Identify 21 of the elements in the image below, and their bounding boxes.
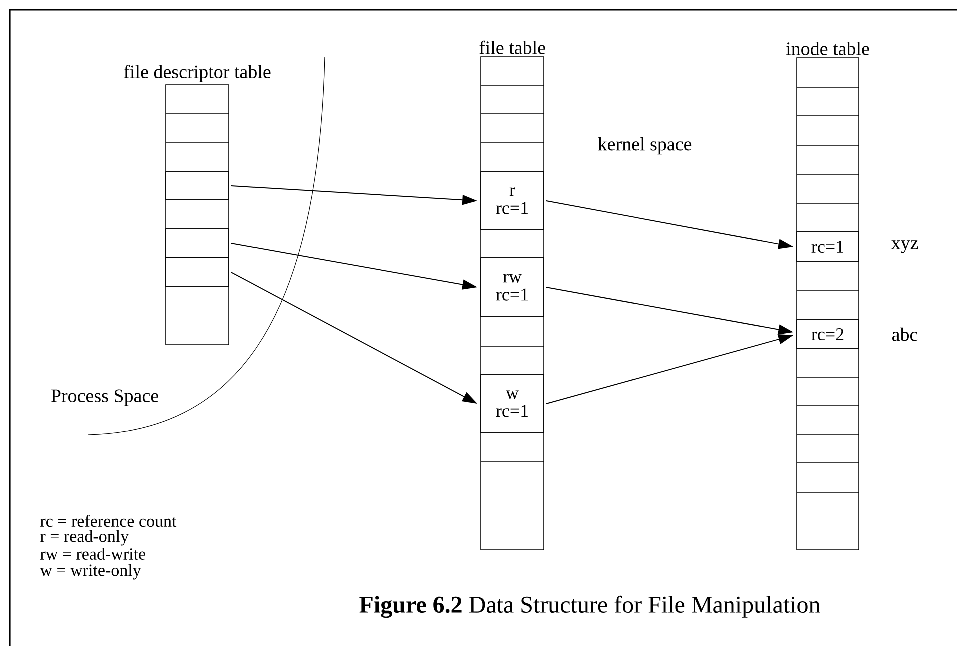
table-cell: rc=1 [796,232,860,262]
table-cell [166,172,230,200]
table-cell [166,258,230,288]
text-label: rc = reference count [40,514,177,528]
table-cell: w rc=1 [480,374,544,434]
text-label: rw = read-write [40,548,146,560]
node-label: inode table [786,42,870,56]
table: file descriptor table [124,64,271,346]
figure-caption: Figure 6.2 Data Structure for File Manipulation [360,596,820,618]
table-cell: r rc=1 [480,172,544,230]
table-cell: rc=2 [796,320,860,350]
node-label: file descriptor table [124,64,271,82]
table-cell [166,228,230,258]
cell-note: xyz [891,240,918,254]
text-label: kernel space [598,137,692,155]
cell-note: abc [892,328,918,342]
table-cell: rw rc=1 [480,258,544,318]
text-label: Process Space [51,390,158,406]
node-label: file table [480,40,546,54]
text-label: w = write-only [40,564,142,580]
text-label: r = read-only [40,530,130,546]
